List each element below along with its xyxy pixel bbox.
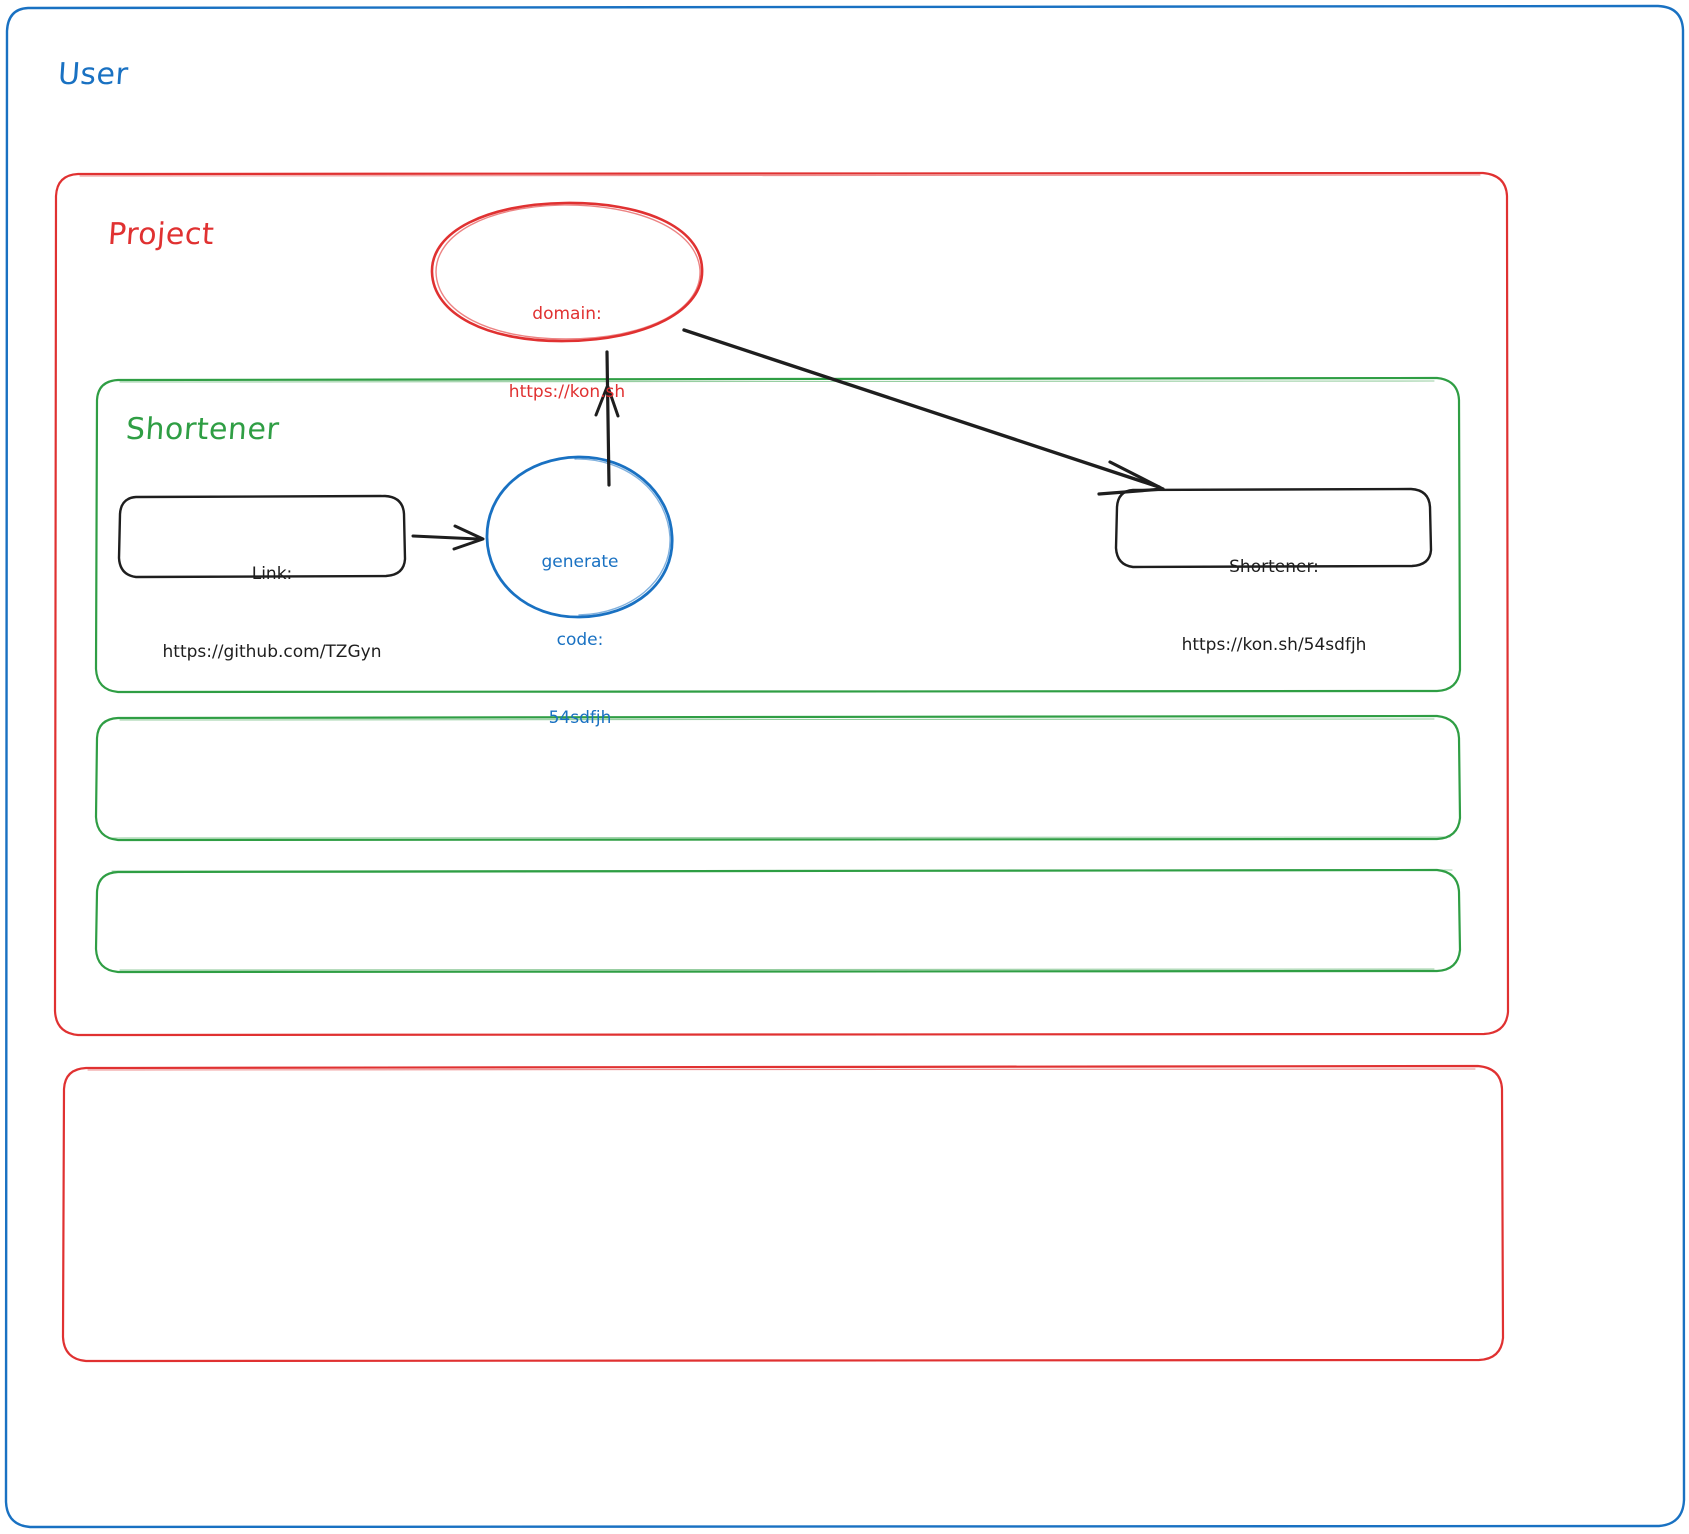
- node-generate-code-shape[interactable]: [485, 455, 674, 619]
- edge-generate-code-to-domain: [594, 350, 620, 487]
- group-project-border[interactable]: [53, 171, 1510, 1037]
- group-empty-green-2-border[interactable]: [94, 868, 1462, 974]
- node-shortener-result-shape[interactable]: [1114, 487, 1433, 569]
- group-empty-red-1-border[interactable]: [61, 1064, 1505, 1363]
- group-shortener-border[interactable]: [94, 376, 1462, 694]
- group-empty-green-1-border[interactable]: [94, 714, 1462, 842]
- node-domain-shape[interactable]: [430, 201, 704, 343]
- group-user-border[interactable]: [4, 4, 1686, 1529]
- node-link-shape[interactable]: [117, 494, 407, 579]
- edge-domain-to-shortener-result: [682, 328, 1165, 496]
- edge-link-to-generate-code: [411, 524, 485, 551]
